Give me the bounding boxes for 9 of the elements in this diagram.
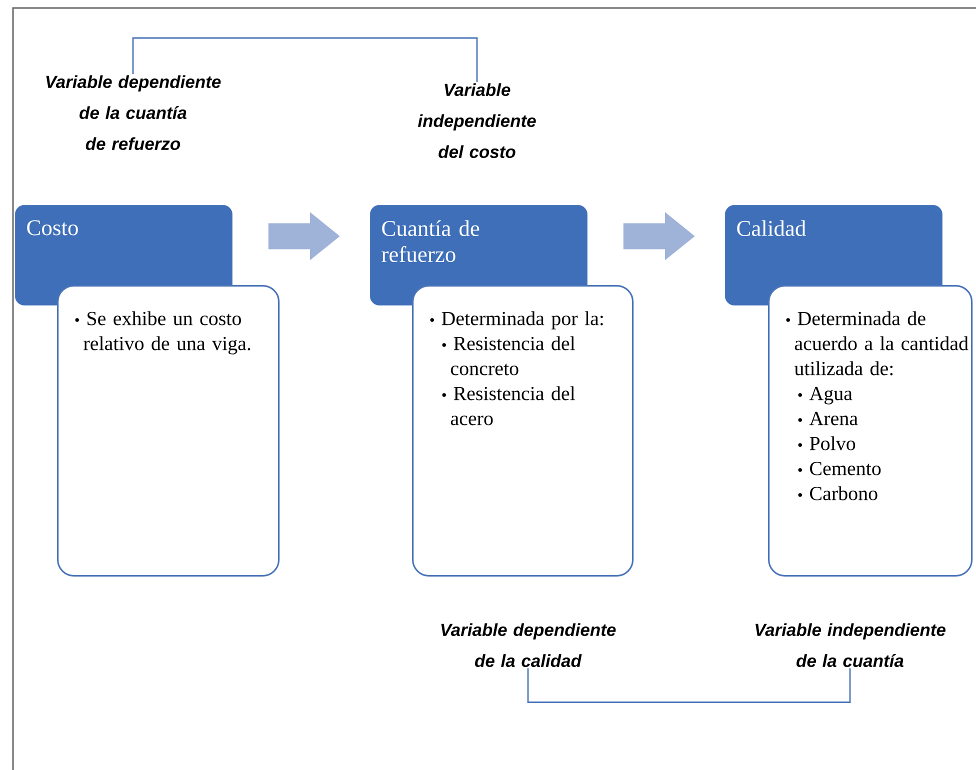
content-box: Determinada por la: Resistencia del concreto Resistencia del acero	[412, 285, 634, 577]
content-box: Se exhibe un costo relativo de una viga.	[57, 285, 280, 577]
variable-label: Variable dependiente de la cuantía de refuerzo	[46, 75, 221, 150]
bracket-line	[527, 668, 851, 703]
variable-label: Variable independiente de la cuantía	[756, 623, 946, 668]
variable-label: Variable dependiente de la calidad	[441, 623, 616, 668]
variable-label: Variable independiente del costo	[418, 83, 536, 158]
content-box: Determinada de acuerdo a la cantidad utilizada de: Agua Arena Polvo Cemento Carbono	[768, 285, 973, 577]
bracket-line	[132, 37, 478, 82]
